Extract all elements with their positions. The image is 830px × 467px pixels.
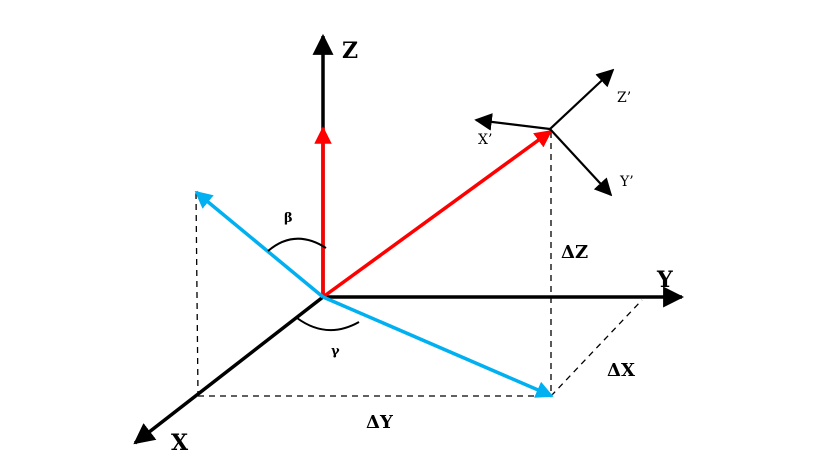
red-position-vector — [321, 129, 553, 299]
beta-label: β — [284, 211, 293, 226]
delta-y-label: ΔY — [366, 412, 394, 433]
local-y-label: Y’ — [619, 174, 634, 190]
dashed-projection-left — [195, 192, 199, 397]
delta-x-label: ΔX — [607, 360, 635, 381]
z-axis-label: Z — [342, 38, 358, 64]
blue-vector-upper-left — [194, 190, 325, 299]
delta-z-label: ΔZ — [561, 242, 588, 263]
beta-angle-arc — [267, 237, 327, 252]
local-y-axis — [549, 128, 613, 197]
local-x-label: X’ — [478, 132, 492, 148]
y-axis-label: Y — [656, 267, 673, 293]
x-axis-label: X — [171, 430, 189, 456]
local-z-label: Z’ — [617, 90, 631, 106]
dashed-projection-diagonal — [550, 299, 643, 397]
local-x-axis — [474, 113, 551, 131]
x-axis — [133, 295, 325, 445]
gamma-angle-arc — [296, 317, 360, 332]
local-z-axis — [549, 68, 615, 130]
gamma-label: γ — [331, 344, 340, 359]
blue-vector-lower-right — [322, 295, 554, 398]
